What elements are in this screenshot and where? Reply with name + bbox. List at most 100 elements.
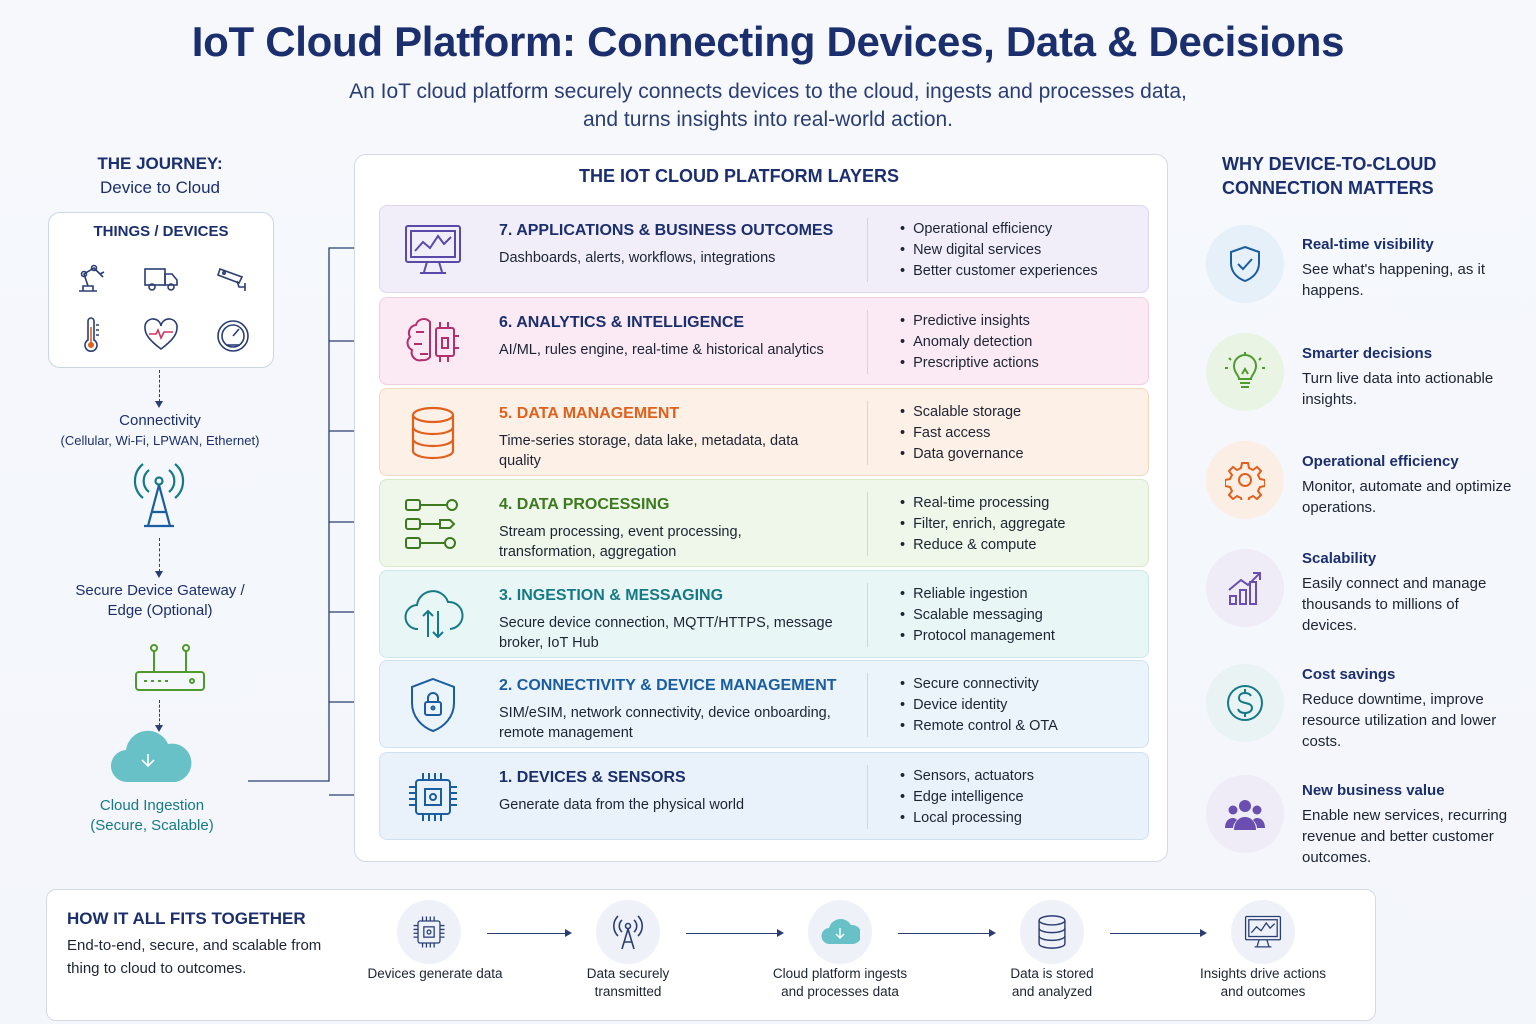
security-camera-icon — [213, 257, 253, 297]
pipeline-icon — [402, 494, 464, 554]
chip-icon — [397, 900, 461, 964]
layer-bullets: Predictive insightsAnomaly detectionPres… — [900, 311, 1039, 374]
how-it-fits-title: HOW IT ALL FITS TOGETHER — [67, 909, 306, 928]
database-icon — [1020, 900, 1084, 964]
layer-name: 4. DATA PROCESSING — [499, 496, 670, 513]
layer-bullet: Fast access — [913, 423, 1024, 444]
subtitle-line-1: An IoT cloud platform securely connects … — [349, 80, 1187, 103]
layer-bullet: New digital services — [913, 240, 1098, 261]
layer-bullet: Secure connectivity — [913, 674, 1058, 695]
connectivity-detail: (Cellular, Wi-Fi, LPWAN, Ethernet) — [60, 433, 260, 448]
layer-bullets: Secure connectivityDevice identityRemote… — [900, 674, 1058, 737]
page-title: IoT Cloud Platform: Connecting Devices, … — [191, 18, 1345, 65]
why-item-text: Reduce downtime, improve resource utiliz… — [1302, 691, 1497, 750]
layer-description: Dashboards, alerts, workflows, integrati… — [499, 250, 776, 266]
layer-divider — [867, 765, 868, 829]
things-devices-title: THINGS / DEVICES — [93, 223, 229, 240]
why-item-text: See what's happening, as it happens. — [1302, 261, 1485, 299]
flow-arrow — [1110, 929, 1207, 937]
router-icon — [132, 640, 208, 696]
why-title-line-2: CONNECTION MATTERS — [1222, 178, 1434, 198]
layer-name: 5. DATA MANAGEMENT — [499, 405, 680, 422]
layer-description: Time-series storage, data lake, metadata… — [499, 433, 799, 469]
connectivity-label: Connectivity (Cellular, Wi-Fi, LPWAN, Et… — [40, 411, 280, 451]
flow-step-label: Data is stored and analyzed — [962, 965, 1142, 1001]
layer-divider — [867, 218, 868, 282]
things-devices-box: THINGS / DEVICES — [48, 212, 274, 368]
flow-step-label-line-1: Data securely — [586, 966, 670, 981]
flow-step-label-line-1: Cloud platform ingests — [772, 966, 908, 981]
layer-card: 3. INGESTION & MESSAGING Secure device c… — [379, 570, 1149, 658]
how-it-fits-text: End-to-end, secure, and scalable from th… — [67, 937, 322, 977]
layer-description: AI/ML, rules engine, real-time & histori… — [499, 342, 824, 358]
lightbulb-icon — [1206, 333, 1284, 411]
layer-bullet: Operational efficiency — [913, 219, 1098, 240]
why-item-heading: Cost savings — [1302, 666, 1396, 683]
why-item-text: Monitor, automate and optimize operation… — [1302, 478, 1512, 516]
layer-bullet: Filter, enrich, aggregate — [913, 514, 1065, 535]
flow-step-label-line-2: and outcomes — [1220, 984, 1306, 999]
gateway-label: Secure Device Gateway / Edge (Optional) — [40, 581, 280, 621]
layer-description: Stream processing, event processing, tra… — [499, 524, 742, 560]
layer-name: 6. ANALYTICS & INTELLIGENCE — [499, 314, 745, 331]
journey-heading-line-2: Device to Cloud — [99, 178, 220, 197]
dollar-icon — [1206, 664, 1284, 742]
chip-icon — [402, 767, 464, 827]
journey-arrow-3 — [155, 700, 163, 732]
brain-chip-icon — [402, 312, 464, 372]
layer-bullet: Data governance — [913, 444, 1023, 465]
layer-divider — [867, 492, 868, 556]
layer-bullets: Sensors, actuatorsEdge intelligenceLocal… — [900, 766, 1034, 829]
gateway-line-1: Secure Device Gateway / — [75, 582, 245, 599]
why-item-text: Enable new services, recurring revenue a… — [1302, 807, 1508, 866]
layer-name: 7. APPLICATIONS & BUSINESS OUTCOMES — [499, 222, 834, 239]
gauge-icon — [213, 315, 253, 355]
layer-divider — [867, 310, 868, 374]
journey-heading-line-1: THE JOURNEY: — [97, 154, 223, 173]
gateway-line-2: Edge (Optional) — [107, 602, 213, 619]
layer-card: 5. DATA MANAGEMENT Time-series storage, … — [379, 388, 1149, 476]
flow-step-label-line-1: Devices generate data — [367, 966, 503, 981]
truck-icon — [141, 257, 181, 297]
flow-arrow — [686, 929, 784, 937]
flow-step-label-line-2: transmitted — [594, 984, 662, 999]
flow-step-label-line-2: and processes data — [781, 984, 899, 999]
layer-name: 2. CONNECTIVITY & DEVICE MANAGEMENT — [499, 677, 837, 694]
why-item-heading: Smarter decisions — [1302, 345, 1433, 362]
layer-bullet: Local processing — [913, 808, 1034, 829]
flow-step-label-line-1: Insights drive actions — [1199, 966, 1327, 981]
cloud-icon — [808, 900, 872, 964]
layer-bullet: Device identity — [913, 695, 1058, 716]
layer-bullet: Better customer experiences — [913, 261, 1098, 282]
layer-description: SIM/eSIM, network connectivity, device o… — [499, 705, 831, 741]
layer-bullet: Real-time processing — [913, 493, 1065, 514]
why-item-text: Turn live data into actionable insights. — [1302, 370, 1494, 408]
flow-step-label-line-1: Data is stored — [1010, 966, 1094, 981]
flow-step-label-line-2: and analyzed — [1011, 984, 1093, 999]
layer-divider — [867, 673, 868, 737]
cloud-ingestion-icon — [108, 730, 194, 786]
layer-description: Generate data from the physical world — [499, 797, 745, 813]
flow-arrow — [898, 929, 996, 937]
flow-step-label: Insights drive actions and outcomes — [1173, 965, 1353, 1001]
cell-tower-icon — [130, 460, 188, 532]
layer-card: 2. CONNECTIVITY & DEVICE MANAGEMENT SIM/… — [379, 660, 1149, 748]
flow-step-label: Devices generate data — [345, 965, 525, 983]
monitor-chart-icon — [402, 220, 464, 280]
heartbeat-icon — [141, 315, 181, 355]
layer-description: Secure device connection, MQTT/HTTPS, me… — [499, 615, 833, 651]
journey-heading: THE JOURNEY: Device to Cloud — [48, 152, 272, 200]
layer-bullet: Remote control & OTA — [913, 716, 1058, 737]
cloud-ingestion-label: Cloud Ingestion (Secure, Scalable) — [40, 796, 264, 836]
layer-name: 3. INGESTION & MESSAGING — [499, 587, 724, 604]
gear-icon — [1206, 441, 1284, 519]
why-item-heading: Scalability — [1302, 550, 1377, 567]
layer-bullet: Sensors, actuators — [913, 766, 1034, 787]
growth-chart-icon — [1206, 549, 1284, 627]
flow-arrow — [487, 929, 572, 937]
cloud-ingestion-line-1: Cloud Ingestion — [99, 797, 205, 814]
layer-card: 7. APPLICATIONS & BUSINESS OUTCOMES Dash… — [379, 205, 1149, 293]
why-item-heading: Real-time visibility — [1302, 236, 1434, 253]
people-icon — [1206, 775, 1284, 853]
layer-bullet: Edge intelligence — [913, 787, 1034, 808]
